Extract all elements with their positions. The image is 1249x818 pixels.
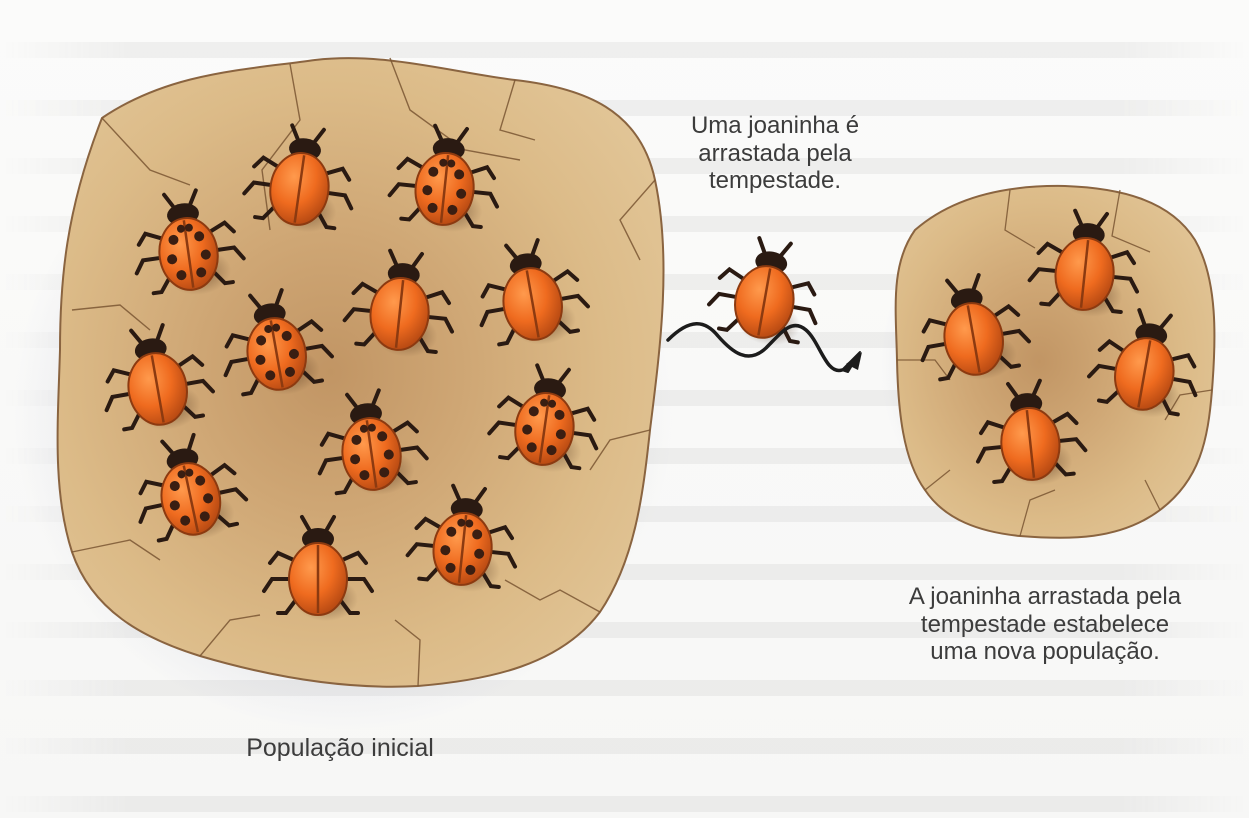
new-population-caption: A joaninha arrastada pela tempestade est… xyxy=(890,583,1200,666)
initial-population-caption: População inicial xyxy=(190,734,490,763)
storm-ladybug xyxy=(668,232,862,372)
storm-caption: Uma joaninha é arrastada pela tempestade… xyxy=(650,112,900,195)
